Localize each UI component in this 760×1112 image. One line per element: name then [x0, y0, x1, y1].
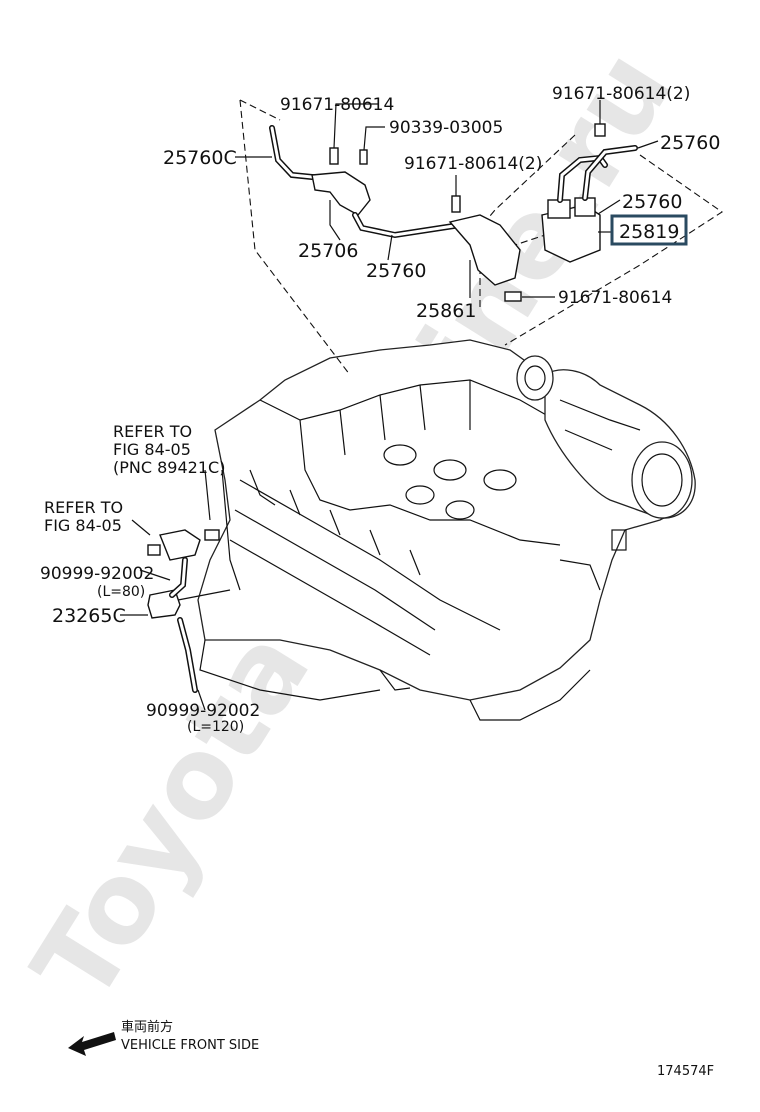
hose-25760c [269, 125, 325, 181]
refer2-line2: FIG 84-05 [44, 516, 122, 535]
front-arrow-icon [68, 1032, 116, 1056]
label-91671-top-left: 91671-80614 [280, 95, 394, 115]
label-90999-a: 90999-92002 [40, 564, 154, 584]
label-90999-a-length: (L=80) [97, 584, 145, 600]
engine-assembly [197, 339, 696, 721]
bracket-25861 [448, 195, 522, 302]
refer1-line3: (PNC 89421C) [113, 458, 225, 477]
front-label-jp: 車両前方 [121, 1019, 173, 1035]
label-25819: 25819 [619, 221, 679, 243]
highlight-box-25819 [610, 214, 688, 246]
label-91671-right-bottom: 91671-80614 [558, 288, 672, 308]
label-25760-right-upper: 25760 [660, 132, 720, 154]
refer2-line1: REFER TO [44, 498, 123, 517]
label-25760c: 25760C [163, 147, 237, 169]
leader-lines [120, 100, 659, 711]
figure-number: 174574F [657, 1064, 714, 1079]
label-25706: 25706 [298, 240, 358, 262]
vsv-25819 [541, 123, 606, 263]
vehicle-front-indicator: 車両前方 VEHICLE FRONT SIDE [68, 1019, 259, 1056]
refer1-line2: FIG 84-05 [113, 440, 191, 459]
refer-note-1: REFER TO FIG 84-05 (PNC 89421C) [113, 422, 225, 477]
label-90339: 90339-03005 [389, 118, 503, 138]
label-91671-mid: 91671-80614(2) [404, 154, 542, 174]
refer-note-2: REFER TO FIG 84-05 [44, 498, 123, 535]
label-90999-b: 90999-92002 [146, 701, 260, 721]
hoses-25760-right [557, 145, 638, 203]
label-23265c: 23265C [52, 605, 126, 627]
label-25861: 25861 [416, 300, 476, 322]
bracket-25706 [311, 147, 371, 216]
label-25760-mid: 25760 [366, 260, 426, 282]
part-labels: 25760C 91671-80614 90339-03005 25706 257… [40, 84, 720, 735]
pressure-sensor-group [147, 469, 241, 693]
label-91671-top-right: 91671-80614(2) [552, 84, 690, 104]
label-90999-b-length: (L=120) [187, 719, 244, 735]
hose-25760-mid [352, 212, 463, 239]
front-label-en: VEHICLE FRONT SIDE [121, 1038, 259, 1053]
refer1-line1: REFER TO [113, 422, 192, 441]
label-25760-right-lower: 25760 [622, 191, 682, 213]
